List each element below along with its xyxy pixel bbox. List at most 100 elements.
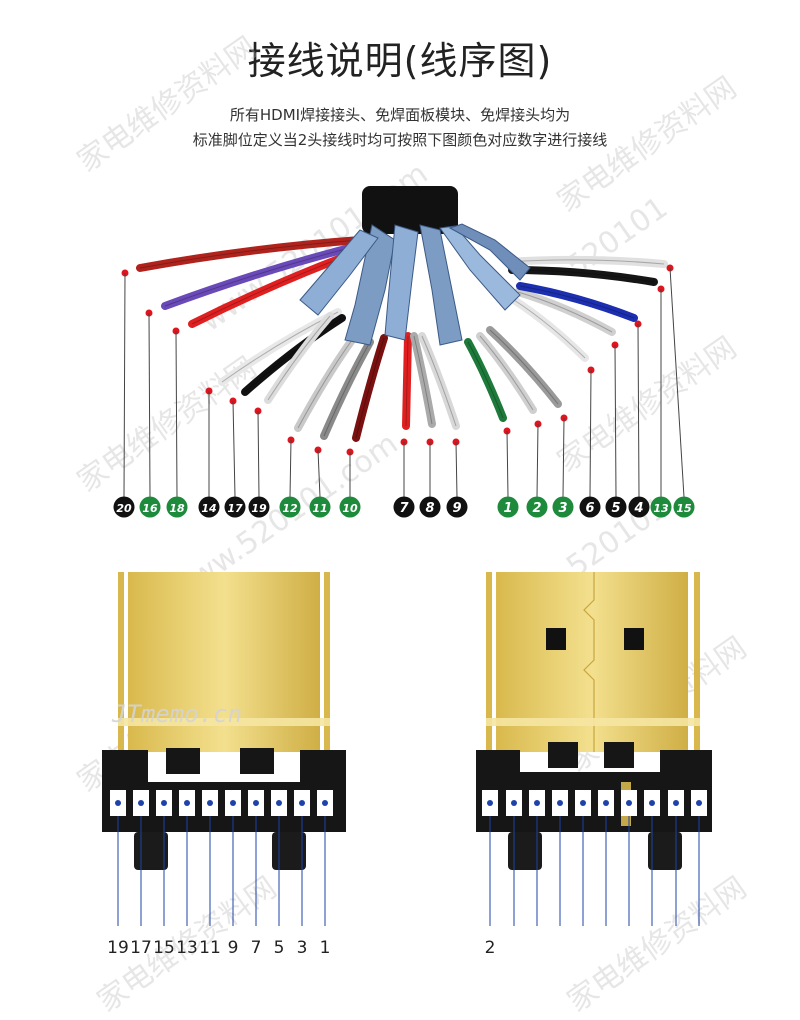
- wire-5: [514, 288, 616, 336]
- leader-line: [669, 267, 685, 498]
- badge-circle: [526, 496, 548, 518]
- pin-dot: [626, 800, 632, 806]
- pin-dot: [649, 800, 655, 806]
- badge-number: 7: [399, 501, 409, 516]
- wire-20: [136, 236, 364, 272]
- pin-badge-18: 18: [166, 496, 188, 518]
- wire-3: [486, 326, 562, 408]
- pin-slot: [552, 790, 568, 816]
- pin-slot: [506, 790, 522, 816]
- pin-slot: [133, 790, 149, 816]
- leader-line: [589, 369, 592, 498]
- pin-badge-19: 19: [248, 496, 270, 518]
- pin-badge-3: 3: [552, 496, 574, 518]
- badge-circle: [650, 496, 672, 518]
- pin-slot: [598, 790, 614, 816]
- leader-line: [637, 323, 640, 498]
- pin-dot: [138, 800, 144, 806]
- pin-badge-7: 7: [393, 496, 415, 518]
- leader-line: [536, 423, 539, 498]
- left-pin-label: 3: [296, 938, 308, 958]
- wire-outline: [479, 335, 534, 411]
- pin-slot: [529, 790, 545, 816]
- badge-number: 5: [611, 501, 620, 516]
- pin-dot: [299, 800, 305, 806]
- badge-circle: [393, 496, 415, 518]
- watermark: 家电维修资料网: [560, 630, 754, 780]
- badge-number: 16: [142, 502, 158, 515]
- badge-number: 17: [227, 502, 243, 515]
- pin-dot: [115, 800, 121, 806]
- pin-dot: [207, 800, 213, 806]
- dots-layer: [121, 264, 685, 498]
- left-pin-label: 15: [153, 938, 175, 958]
- wire-outline: [323, 341, 371, 437]
- pin-dot: [603, 800, 609, 806]
- pin-badge-11: 11: [309, 496, 331, 518]
- wire-12: [294, 336, 356, 432]
- wire-outline: [513, 299, 586, 359]
- wire-6: [510, 296, 589, 362]
- wire-outline: [164, 243, 366, 307]
- wire-4: [516, 282, 638, 322]
- pin-badge-9: 9: [446, 496, 468, 518]
- pin-dot: [184, 800, 190, 806]
- pin-badge-12: 12: [279, 496, 301, 518]
- leader-line: [317, 449, 321, 498]
- badge-number: 3: [558, 501, 567, 516]
- left-pin-label: 13: [176, 938, 198, 958]
- badge-number: 10: [342, 502, 358, 515]
- pin-badge-16: 16: [139, 496, 161, 518]
- wire-15: [504, 255, 668, 268]
- badge-circle: [446, 496, 468, 518]
- badge-number: 11: [312, 502, 327, 515]
- pin-dot: [557, 800, 563, 806]
- pin-slot: [575, 790, 591, 816]
- right-hole: [546, 628, 566, 650]
- leader-line: [614, 344, 617, 498]
- wire-outline: [421, 335, 457, 427]
- badge-circle: [579, 496, 601, 518]
- badge-circle: [309, 496, 331, 518]
- page-title: 接线说明(线序图): [247, 39, 553, 83]
- logo-watermark: JTmemo.cn: [112, 700, 243, 728]
- wire-outline: [244, 317, 343, 393]
- badge-circle: [673, 496, 695, 518]
- badge-circle: [139, 496, 161, 518]
- badge-circle: [497, 496, 519, 518]
- pin-badge-10: 10: [339, 496, 361, 518]
- badge-circle: [198, 496, 220, 518]
- pin-dot: [322, 800, 328, 806]
- pin-slot: [110, 790, 126, 816]
- pin-dot: [696, 800, 702, 806]
- pin-dot: [230, 800, 236, 806]
- badge-circle: [248, 496, 270, 518]
- badge-number: 8: [425, 501, 434, 516]
- pin-slot: [271, 790, 287, 816]
- pin-slot: [317, 790, 333, 816]
- pin-slot: [225, 790, 241, 816]
- wire-outline: [297, 339, 353, 429]
- wire-outline: [507, 259, 665, 265]
- shield-foil: [299, 223, 531, 346]
- leader-line: [562, 417, 565, 498]
- pin-badge-1: 1: [497, 496, 519, 518]
- wire-13: [508, 266, 658, 286]
- pin-dot: [487, 800, 493, 806]
- pin-slot: [482, 790, 498, 816]
- badge-number: 14: [201, 502, 216, 515]
- pin-slot: [202, 790, 218, 816]
- wire-9: [418, 332, 460, 430]
- pin-dot: [673, 800, 679, 806]
- badge-circle: [419, 496, 441, 518]
- wire-outline: [355, 337, 385, 439]
- right-hole: [624, 628, 644, 650]
- left-pin-label: 1: [319, 938, 331, 958]
- wire-7: [402, 332, 412, 430]
- badge-number: 1: [503, 501, 512, 516]
- leader-line: [455, 441, 458, 498]
- pin-badge-13: 13: [650, 496, 672, 518]
- wire-11: [320, 338, 374, 440]
